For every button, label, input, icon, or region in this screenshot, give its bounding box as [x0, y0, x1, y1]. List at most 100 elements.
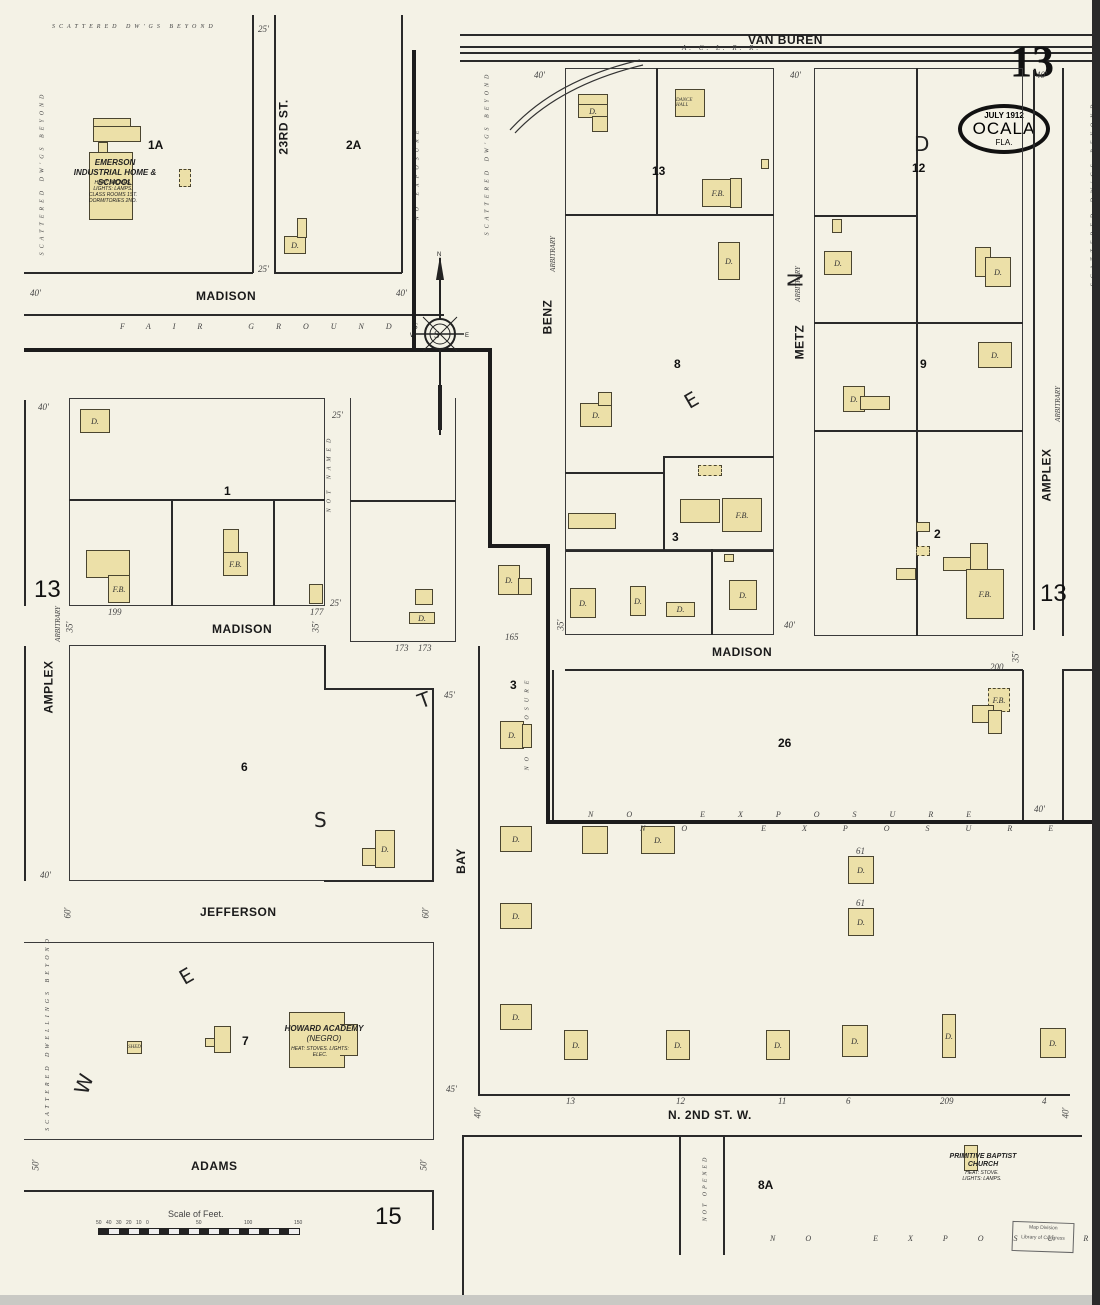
fb-block1-a-wing: F.B.	[108, 575, 130, 603]
dwelling-label: D.	[572, 1040, 580, 1050]
dim-40-madison-right: 40'	[396, 288, 407, 298]
boundary-thick-h3	[546, 820, 1092, 824]
block-2a-east	[401, 15, 403, 273]
dim-25-top: 25'	[258, 24, 269, 34]
street-23rd-st: 23RD ST.	[276, 99, 291, 155]
stamp-line-2: Library of Congress	[1021, 1234, 1065, 1242]
addr-175: 173	[395, 643, 409, 653]
arbitrary-right: ARBITRARY	[1053, 386, 1062, 422]
block-east-divider	[350, 500, 456, 502]
block-d-div-2	[814, 322, 1023, 324]
note-no-exposure-3: NO EXPOSURE	[588, 810, 1005, 819]
n2nd-north-line	[478, 1094, 1070, 1096]
dwelling-9: D.	[978, 342, 1012, 368]
block-7	[24, 942, 434, 1140]
lot-3a: 3	[510, 678, 517, 692]
fb-block1-b: F.B.	[223, 552, 248, 576]
scan-edge	[1092, 0, 1100, 1305]
lot-8a: 8A	[758, 1178, 774, 1192]
fb-2-small	[896, 568, 916, 580]
addr-12: 12	[676, 1096, 685, 1106]
street-not-named: NOT NAMED	[326, 433, 333, 513]
madison-right-stub	[1062, 669, 1092, 671]
block-letter-t: T	[414, 686, 434, 714]
dwelling-madison-d: D.	[729, 580, 757, 610]
lot-2a: 2A	[346, 138, 362, 152]
block-east-of-not-named	[350, 398, 456, 642]
dwelling-madison-a: D.	[570, 588, 596, 618]
dwelling-209-n2nd: D.	[942, 1014, 956, 1058]
block-d-lot-line	[916, 68, 918, 636]
block-6-west	[69, 645, 325, 881]
dim-40-n2nd-right: 40'	[1060, 1107, 1071, 1119]
dwelling-madison-b: D.	[630, 586, 646, 616]
scale-tick: 20	[126, 1220, 132, 1226]
block-6-south-east	[324, 880, 434, 882]
dim-40-metz: 40'	[790, 70, 801, 80]
lot-13: 13	[652, 164, 666, 178]
boundary-thick-v0	[412, 50, 416, 350]
dwelling-bay-2: D.	[500, 826, 532, 852]
church-building	[964, 1145, 978, 1171]
shed-2-b	[916, 546, 930, 556]
lot-3b: 3	[672, 530, 679, 544]
block-e-divider-2	[663, 456, 774, 458]
scale-tick: 10	[136, 1220, 142, 1226]
23rd-st-east-line	[274, 15, 276, 273]
svg-text:W: W	[410, 333, 416, 339]
madison-right-south	[565, 669, 1023, 671]
dwelling-165-wing	[518, 578, 532, 595]
fb-3: F.B.	[722, 498, 762, 532]
sheet-date: JULY 1912	[984, 111, 1024, 120]
scale-tick: 40	[106, 1220, 112, 1226]
emerson-details: HEAT: STOVES. LIGHTS: LAMPS. CLASS ROOMS…	[88, 180, 138, 204]
dwelling-10	[582, 826, 608, 854]
street-n-2nd: N. 2ND ST. W.	[668, 1108, 752, 1122]
dim-40-madison-left: 40'	[30, 288, 41, 298]
dwelling-4-n2nd: D.	[1040, 1028, 1066, 1058]
dwelling-label: D.	[291, 240, 299, 250]
dwelling-6-wing	[362, 848, 376, 866]
block-6-notch-v	[324, 645, 326, 689]
dwelling-label: D.	[1049, 1038, 1057, 1048]
madison-south-line	[24, 314, 444, 316]
addr-13: 13	[566, 1096, 575, 1106]
dwelling-label: D.	[634, 596, 642, 606]
block-letter-s: S	[314, 808, 327, 832]
adjoining-sheet-left: 13	[34, 576, 61, 603]
street-amplex-right: AMPLEX	[1039, 448, 1054, 502]
dwelling-label: D.	[851, 1036, 859, 1046]
dim-60-right: 60'	[420, 907, 431, 919]
dance-hall-label: DANCE HALL	[676, 98, 693, 108]
dwelling-8-top: D.	[718, 242, 740, 280]
dim-35-benz: 35'	[555, 619, 566, 631]
dwelling-61-a: D.	[848, 856, 874, 884]
block-d-div-1	[814, 215, 916, 217]
street-not-opened: NOT OPENED	[702, 1154, 709, 1222]
dim-40-block6: 40'	[40, 870, 51, 880]
howard-academy-wing	[340, 1024, 358, 1056]
dwelling-6: D.	[375, 830, 395, 868]
boundary-thick-v1	[488, 348, 492, 548]
dwelling-label: D.	[512, 1012, 520, 1022]
fb-label: F.B.	[992, 695, 1006, 705]
dim-25-bottom: 25'	[258, 264, 269, 274]
shed-7: SHED	[127, 1041, 142, 1054]
n2nd-south-line	[462, 1135, 1082, 1137]
dim-40-n2nd-left: 40'	[472, 1107, 483, 1119]
fb-2: F.B.	[966, 569, 1004, 619]
dim-35-mid: 35'	[310, 621, 321, 633]
street-bay: BAY	[453, 848, 468, 874]
dwelling-label: D.	[505, 575, 513, 585]
bottom-west-line	[462, 1135, 464, 1295]
dwelling-12-n2nd: D.	[666, 1030, 690, 1060]
dwelling-61-b: D.	[848, 908, 874, 936]
fair-grounds-label: FAIR GROUNDS	[120, 322, 440, 331]
svg-text:N: N	[437, 252, 441, 258]
dwelling-madison-c: D.	[666, 602, 695, 617]
addr-199: 199	[108, 607, 122, 617]
dwelling-d-small	[832, 219, 842, 233]
howard-academy-sub: (NEGRO)	[306, 1034, 342, 1043]
addr-200: 200	[990, 662, 1004, 672]
